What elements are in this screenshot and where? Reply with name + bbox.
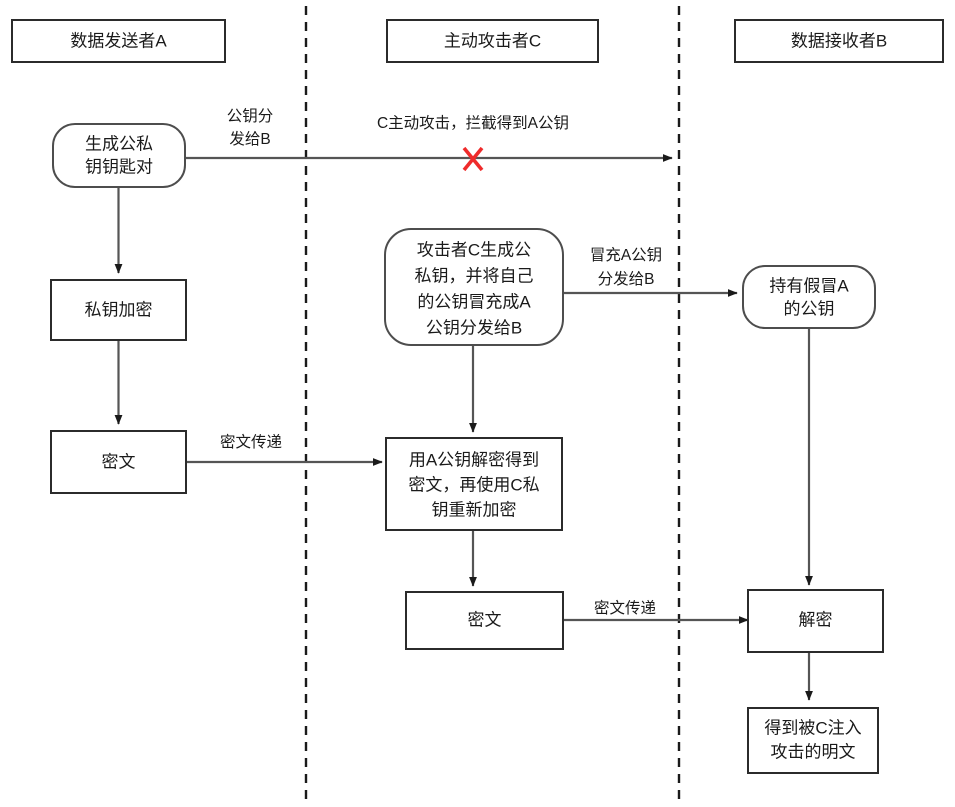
node-ciphertext-a[interactable]: 密文: [50, 430, 187, 494]
node-attacker-generate-keys-line-3: 的公钥冒充成A: [417, 292, 531, 311]
node-generate-keypair-line-2: 钥钥匙对: [85, 157, 153, 176]
node-generate-keypair-line-1: 生成公私: [85, 134, 153, 153]
node-attacker-generate-keys-line-2: 私钥，并将自己: [415, 266, 534, 285]
node-decrypt-b[interactable]: 解密: [747, 589, 884, 653]
lane-header-b: 数据接收者B: [734, 19, 944, 63]
lane-header-c: 主动攻击者C: [386, 19, 599, 63]
node-attacker-generate-keys[interactable]: 攻击者C生成公 私钥，并将自己 的公钥冒充成A 公钥分发给B: [384, 228, 564, 346]
node-injected-plaintext[interactable]: 得到被C注入 攻击的明文: [747, 707, 879, 774]
label-intercept: C主动攻击，拦截得到A公钥: [377, 114, 569, 132]
node-hold-fake-key-line-2: 的公钥: [784, 299, 835, 318]
label-intercept-line-1: C主动攻击，拦截得到A公钥: [377, 114, 569, 132]
label-ciphertext-transfer-2-text: 密文传递: [594, 599, 656, 617]
node-injected-plaintext-line-2: 攻击的明文: [771, 742, 856, 761]
node-hold-fake-key[interactable]: 持有假冒A 的公钥: [742, 265, 876, 329]
label-pubkey-distribute-line-1: 公钥分: [227, 107, 274, 125]
node-injected-plaintext-line-1: 得到被C注入: [764, 718, 861, 737]
node-ciphertext-a-label: 密文: [102, 452, 136, 471]
node-decrypt-b-label: 解密: [799, 610, 833, 629]
node-ciphertext-c-label: 密文: [468, 610, 502, 629]
lane-header-b-label: 数据接收者B: [791, 31, 887, 50]
node-decrypt-reencrypt-line-2: 密文，再使用C私: [408, 474, 539, 494]
node-generate-keypair[interactable]: 生成公私 钥钥匙对: [52, 123, 186, 188]
lane-header-c-label: 主动攻击者C: [444, 31, 541, 50]
label-impersonate-line-1: 冒充A公钥: [590, 246, 662, 264]
node-decrypt-reencrypt-line-3: 钥重新加密: [432, 500, 517, 519]
label-ciphertext-transfer-1: 密文传递: [220, 433, 282, 451]
node-attacker-generate-keys-line-4: 公钥分发给B: [426, 318, 522, 337]
lane-header-a: 数据发送者A: [11, 19, 226, 63]
node-decrypt-reencrypt[interactable]: 用A公钥解密得到 密文，再使用C私 钥重新加密: [385, 437, 563, 531]
marker-blocked-x: [462, 146, 484, 172]
node-decrypt-reencrypt-line-1: 用A公钥解密得到: [409, 450, 539, 469]
node-private-key-encrypt[interactable]: 私钥加密: [50, 279, 187, 341]
lane-header-a-label: 数据发送者A: [70, 31, 167, 50]
label-pubkey-distribute-line-2: 发给B: [229, 130, 270, 148]
node-private-key-encrypt-label: 私钥加密: [85, 300, 153, 319]
label-ciphertext-transfer-2: 密文传递: [594, 599, 656, 617]
label-ciphertext-transfer-1-text: 密文传递: [220, 433, 282, 451]
node-ciphertext-c[interactable]: 密文: [405, 591, 564, 650]
label-impersonate-line-2: 分发给B: [598, 270, 655, 288]
node-attacker-generate-keys-line-1: 攻击者C生成公: [417, 240, 531, 259]
node-hold-fake-key-line-1: 持有假冒A: [769, 276, 849, 295]
label-pubkey-distribute: 公钥分 发给B: [227, 107, 274, 148]
label-impersonate: 冒充A公钥 分发给B: [590, 246, 662, 288]
